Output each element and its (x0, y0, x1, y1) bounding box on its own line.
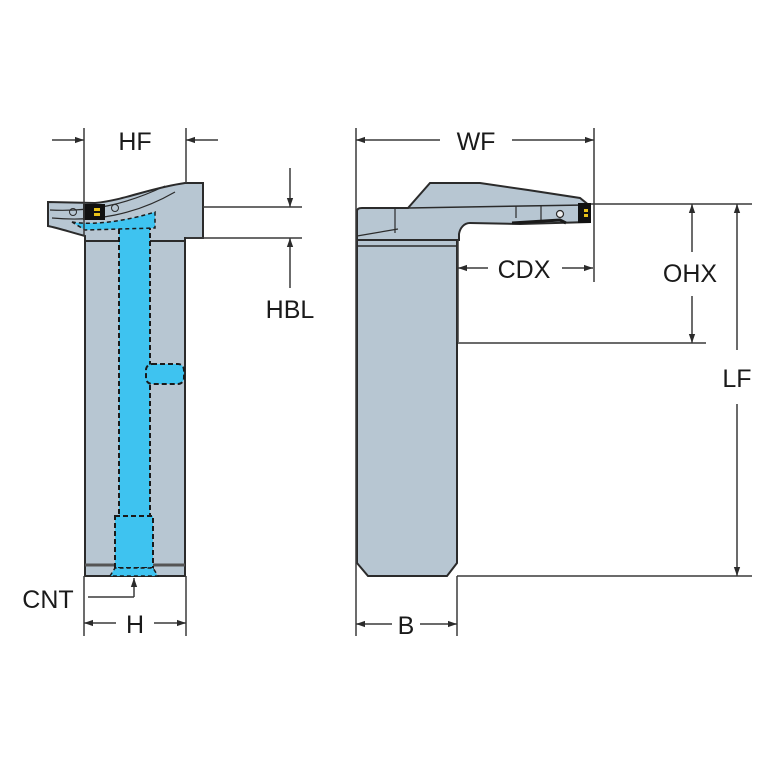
dim-label-wf: WF (457, 128, 496, 156)
coolant-head-channel (71, 210, 156, 231)
coolant-channel (118, 223, 151, 519)
side-insert-mark-2 (584, 214, 588, 217)
side-insert-mark (584, 209, 588, 212)
side-shank (356, 239, 458, 577)
coolant-flare (108, 567, 160, 577)
front-screw-icon-2 (111, 204, 119, 212)
coolant-outlet (114, 515, 154, 569)
side-insert (578, 203, 591, 223)
dim-label-lf: LF (722, 365, 751, 393)
front-view: HF HBL CNT H (22, 128, 314, 639)
side-screw-icon (555, 209, 565, 219)
front-insert-mark (94, 208, 100, 211)
front-insert (83, 204, 105, 220)
side-blade-bottom (511, 218, 567, 225)
coolant-side-port (145, 363, 185, 385)
dim-label-hf: HF (118, 128, 151, 156)
dim-label-cdx: CDX (498, 256, 551, 284)
side-head-bevel (356, 228, 399, 237)
side-head-line (407, 204, 586, 209)
dim-label-ohx: OHX (663, 260, 718, 288)
front-blade-curve (49, 185, 166, 211)
dim-label-cnt: CNT (22, 586, 73, 614)
front-screw-icon (69, 208, 77, 216)
side-head (356, 182, 591, 241)
front-blade-curve-2 (51, 191, 176, 220)
dim-label-h: H (126, 611, 144, 639)
front-insert-mark-2 (94, 213, 100, 216)
side-view: WF CDX OHX LF B (355, 128, 752, 640)
dim-label-hbl: HBL (266, 296, 315, 324)
dim-label-b: B (398, 612, 415, 640)
